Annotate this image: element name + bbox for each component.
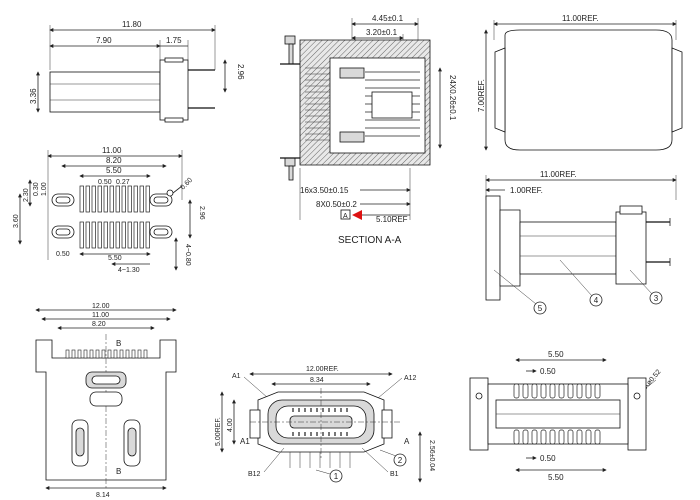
dim-2-96: 2.96	[236, 64, 245, 80]
bl-label-b-top: B	[116, 339, 121, 348]
br-dim-5-50b: 5.50	[548, 473, 564, 482]
br-dim-0-50b: 0.50	[540, 454, 556, 463]
dim-11-80: 11.80	[122, 20, 142, 29]
bc-dim-4-00: 4.00	[227, 418, 234, 432]
fp-dim-8-20: 8.20	[106, 156, 122, 165]
bc-dim-2-56: 2.56±0.04	[428, 440, 435, 471]
fp-dim-0-50: 0.50	[98, 179, 112, 186]
br-dim-0-50: 0.50	[540, 367, 556, 376]
fp-dim-5-50b: 5.50	[108, 255, 122, 262]
bottom-right-bottom-view: 5.50 0.50 2Xø0.52 0.50 5.50	[469, 350, 663, 482]
bc-dim-8-34: 8.34	[310, 377, 324, 384]
bc-label-a1-left: A1	[240, 437, 250, 446]
fp-dim-1-00: 1.00	[41, 182, 48, 196]
top-right-outline-view: 11.00REF. 7.00REF.	[477, 14, 683, 151]
fp-dim-3-60: 3.60	[13, 214, 20, 228]
dim-3-20: 3.20±0.1	[366, 28, 398, 37]
bl-dim-12-00: 12.00	[92, 303, 110, 310]
bc-label-a1-tl: A1	[232, 373, 241, 380]
dim-16x-3-50: 16x3.50±0.15	[300, 186, 349, 195]
top-left-profile-view: 11.80 7.90 1.75 2.96 3.36	[29, 20, 245, 123]
callout-4: 4	[594, 296, 599, 305]
fp-dim-4-1-30: 4~1.30	[118, 267, 140, 274]
dim-7-00-ref: 7.00REF.	[477, 79, 486, 112]
dim-1-75: 1.75	[166, 36, 182, 45]
fp-dim-0-50b: 0.50	[56, 251, 70, 258]
br-dim-5-50: 5.50	[548, 350, 564, 359]
callout-5: 5	[538, 304, 543, 313]
bl-dim-8-20: 8.20	[92, 321, 106, 328]
pcb-footprint-view: 11.00 8.20 5.50 0.50 0.27 0.60	[13, 146, 205, 274]
bc-dim-5-00-ref: 5.00REF.	[215, 417, 222, 446]
section-marker-a: A	[343, 213, 348, 220]
bottom-left-top-view: 12.00 11.00 8.20 B B 8.14	[35, 303, 177, 499]
side-dim-11-00-ref: 11.00REF.	[540, 170, 577, 179]
bc-label-b12: B12	[248, 471, 261, 478]
callout-3: 3	[654, 294, 659, 303]
bl-label-b-bot: B	[116, 467, 121, 476]
bc-callout-2: 2	[398, 456, 403, 465]
fp-dim-5-50: 5.50	[106, 166, 122, 175]
dim-11-00-ref: 11.00REF.	[562, 14, 599, 23]
bc-callout-1: 1	[334, 472, 339, 481]
fp-dim-0-30: 0.30	[33, 182, 40, 196]
fp-dim-2-96: 2.96	[198, 206, 205, 220]
bl-dim-8-14: 8.14	[96, 492, 110, 499]
fp-dim-11-00: 11.00	[102, 146, 122, 155]
fp-dim-0-60: 0.60	[179, 177, 194, 192]
dim-5-10-ref: 5.10REF	[376, 215, 408, 224]
bc-label-a12: A12	[404, 375, 417, 382]
side-dim-1-00-ref: 1.00REF.	[510, 186, 543, 195]
bottom-center-front-view: 12.00REF. 8.34 A1 A12	[215, 366, 435, 483]
dim-4-45: 4.45±0.1	[372, 14, 404, 23]
section-a-a-view: 4.45±0.1 3.20±0.1	[280, 14, 457, 246]
bc-label-a-right: A	[404, 437, 410, 446]
side-view-with-callouts: 11.00REF. 1.00REF. 5 4 3	[485, 170, 677, 315]
section-caption: SECTION A-A	[338, 235, 402, 246]
fp-dim-2-30: 2.30	[23, 188, 30, 202]
dim-24x-0-26: 24X0.26±0.1	[448, 75, 457, 121]
fp-dim-0-27: 0.27	[116, 179, 130, 186]
dim-8x-0-50: 8X0.50±0.2	[316, 200, 357, 209]
fp-dim-4-0-80: 4~0.80	[184, 244, 191, 266]
dim-7-90: 7.90	[96, 36, 112, 45]
bc-dim-12-00-ref: 12.00REF.	[306, 366, 339, 373]
bl-dim-11-00: 11.00	[92, 312, 109, 319]
dim-3-36: 3.36	[29, 88, 38, 104]
bc-label-b1: B1	[390, 471, 399, 478]
